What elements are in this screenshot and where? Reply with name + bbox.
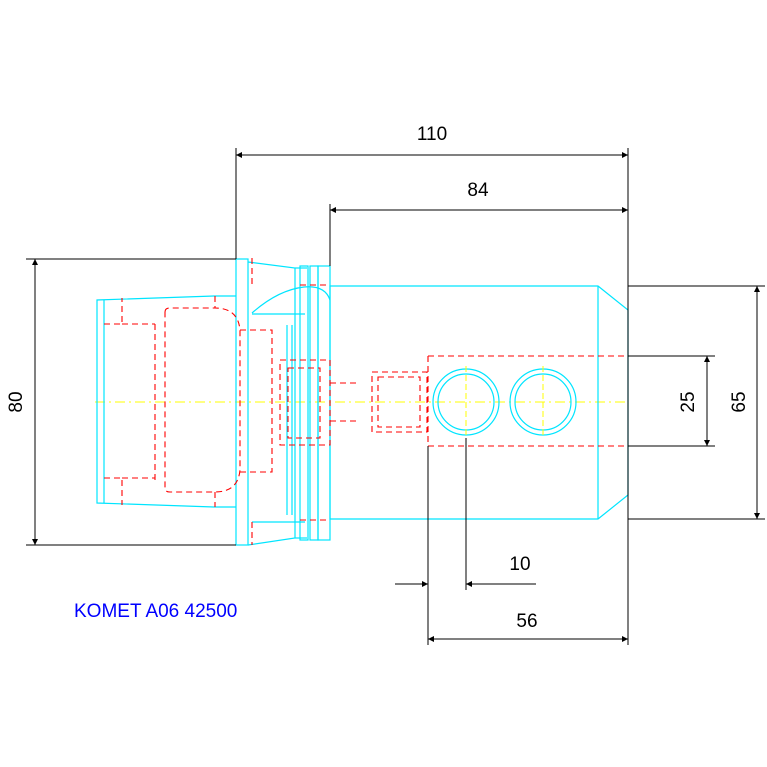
bore-centerlines — [465, 366, 544, 438]
ring-3 — [317, 265, 331, 541]
dim-10-label: 10 — [509, 554, 530, 575]
dim-110-label: 110 — [417, 124, 447, 145]
hidden-thread — [371, 371, 428, 433]
flange-body — [247, 261, 296, 546]
dimensions — [26, 148, 765, 645]
ring-1 — [299, 265, 309, 541]
taper-shank-outline — [96, 295, 236, 508]
dim-56-label: 56 — [516, 611, 537, 632]
hidden-cavity — [164, 307, 241, 493]
hidden-thread-inner — [377, 376, 421, 428]
dim-80-label: 80 — [6, 391, 27, 412]
dim-25-label: 25 — [678, 391, 699, 412]
hidden-bore-rear — [279, 359, 331, 446]
dim-84-label: 84 — [467, 180, 489, 201]
hidden-f — [240, 329, 273, 473]
hidden-shank-bottom — [104, 477, 123, 505]
hidden-shank-top — [104, 298, 123, 325]
groove-arc-top — [251, 286, 331, 314]
dim-65-label: 65 — [729, 391, 750, 412]
hidden-lines — [104, 258, 628, 545]
drawing-title: KOMET A06 42500 — [74, 601, 237, 622]
ring-2 — [309, 265, 319, 541]
flange-front — [235, 258, 249, 546]
hidden-bore-rear-inner — [287, 367, 321, 439]
